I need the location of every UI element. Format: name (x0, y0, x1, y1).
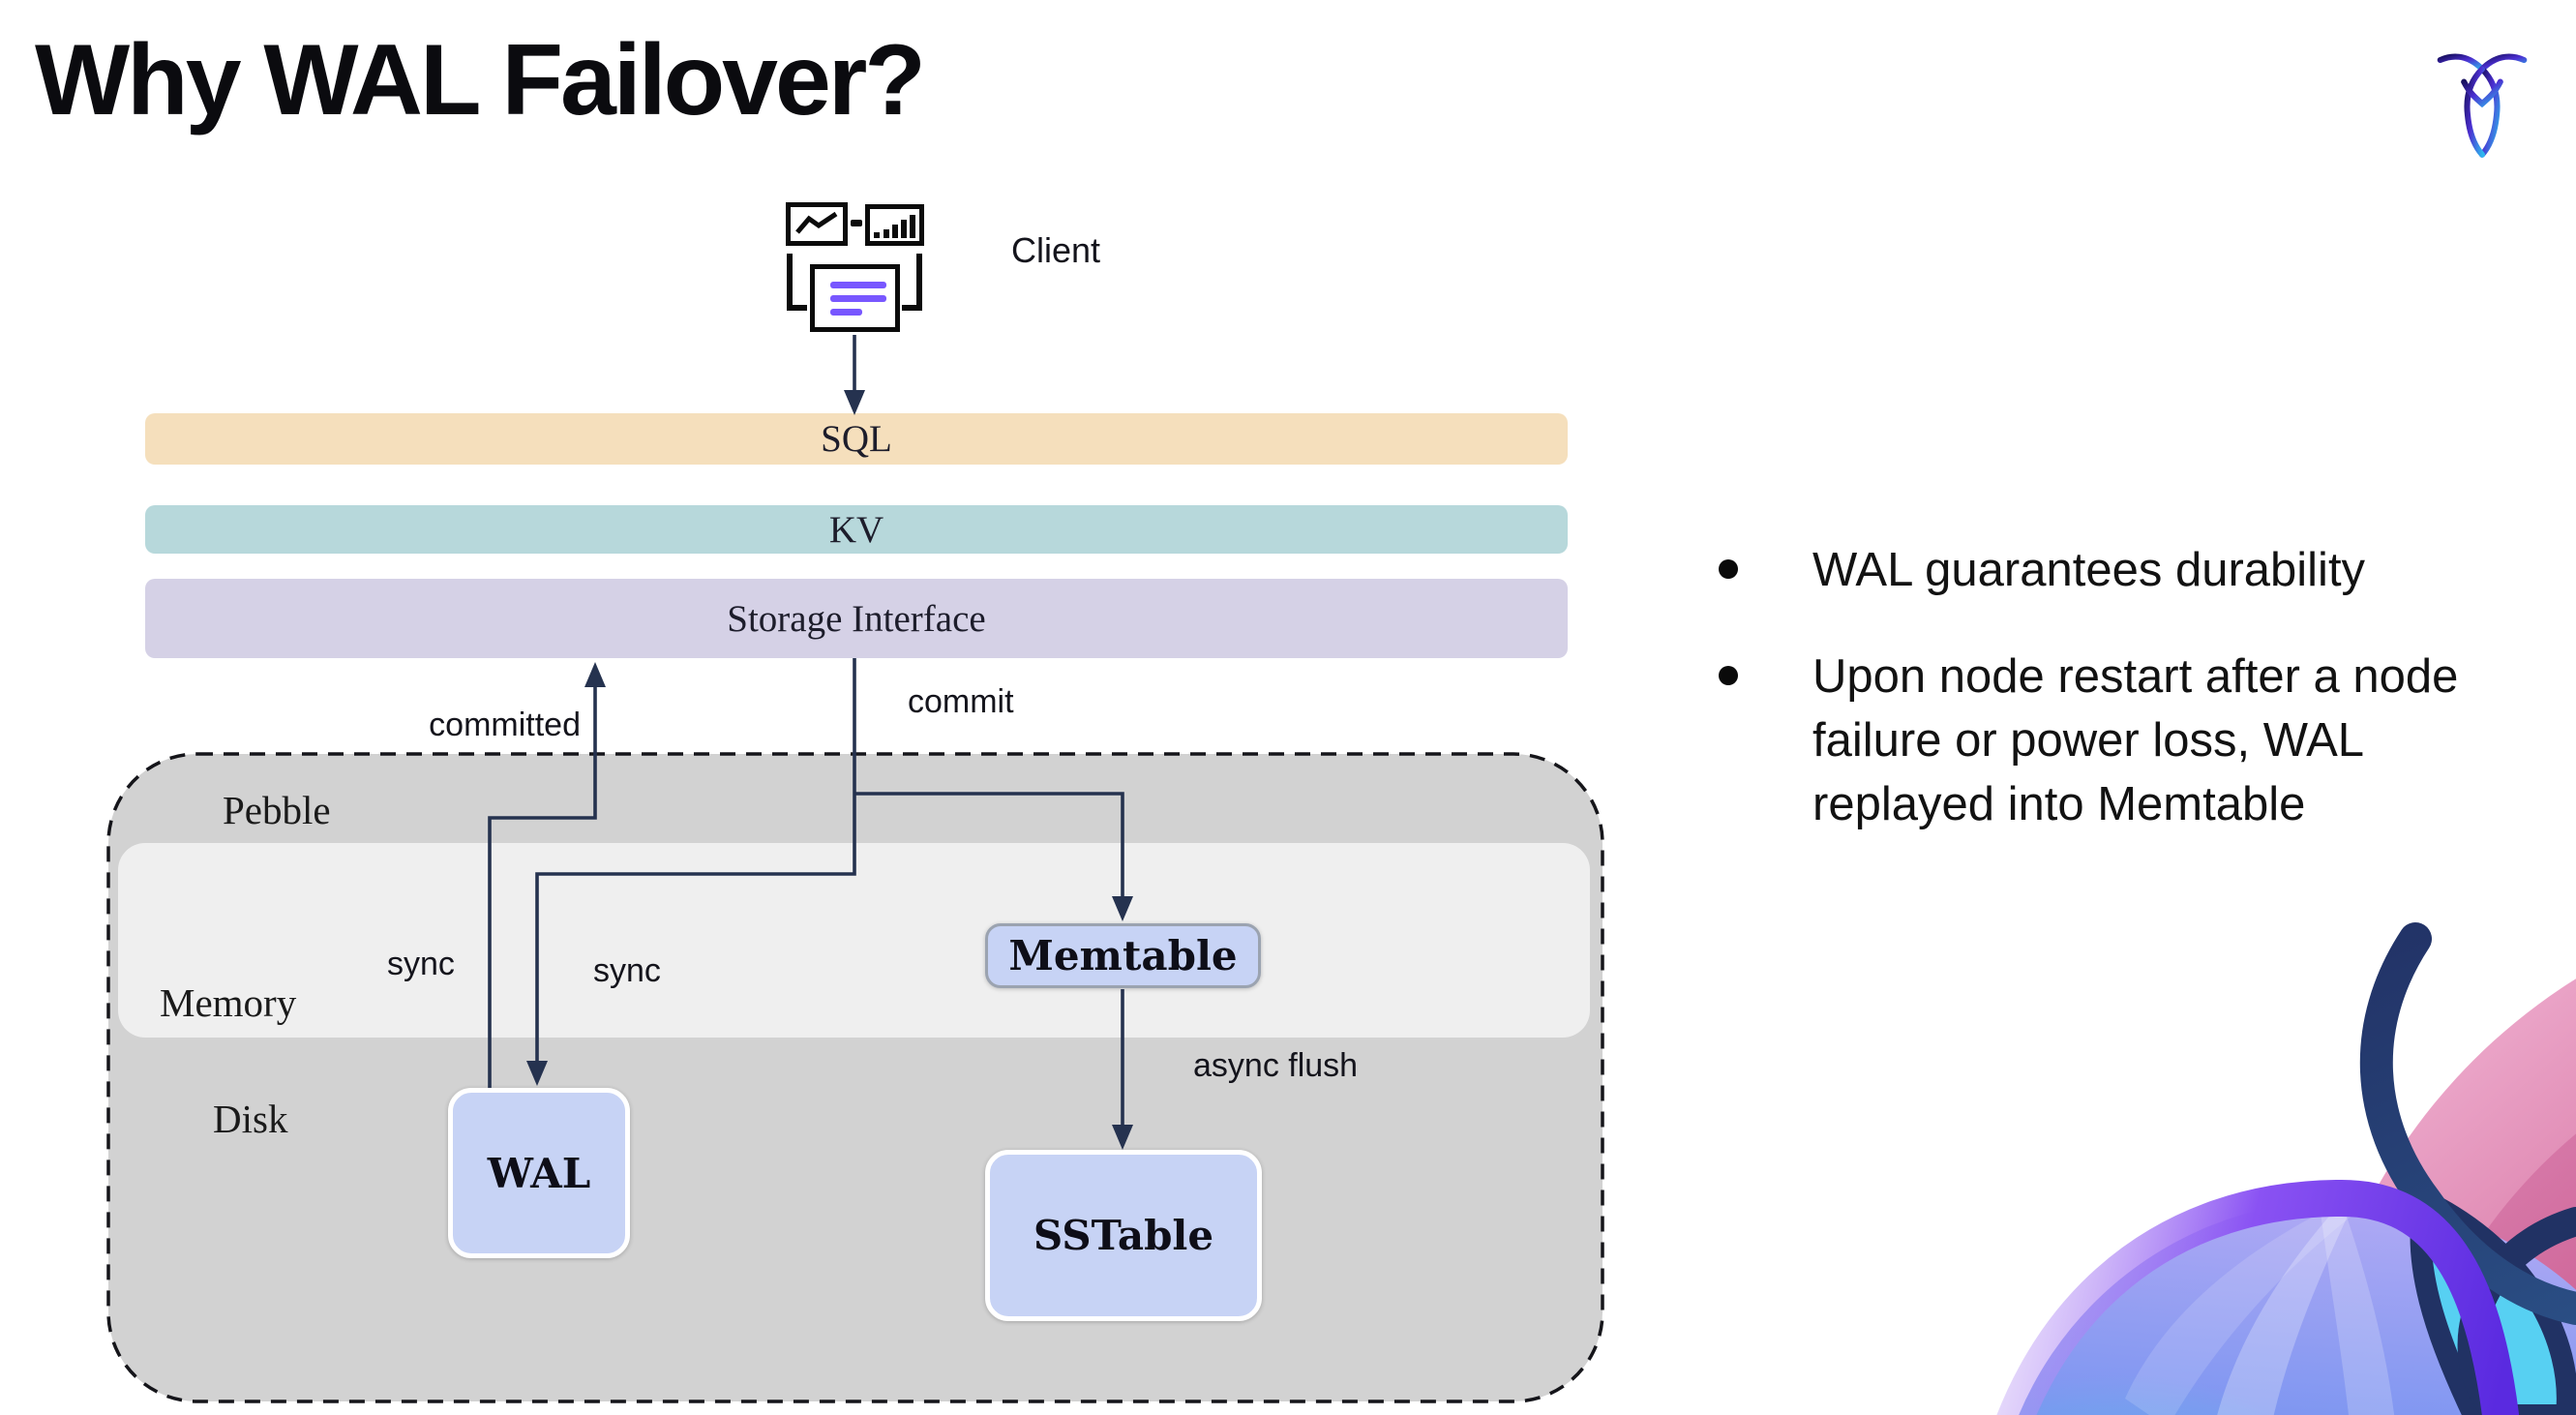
edge-commit-to-wal (535, 658, 856, 1061)
node-sstable: SSTable (985, 1150, 1262, 1321)
bracket-right-icon (902, 254, 922, 311)
bug-leaf (2410, 1189, 2576, 1415)
arrowhead-down-icon (1112, 896, 1133, 921)
bullet-dot-icon (1719, 559, 1738, 579)
client-label: Client (1011, 230, 1101, 270)
bug-antenna-dark (2359, 922, 2576, 1325)
arrowhead-down-icon (1112, 1125, 1133, 1150)
doc-text-line (830, 295, 886, 302)
edge-label-sync-down: sync (593, 952, 661, 989)
cockroachdb-logo-icon (2437, 53, 2528, 158)
edge-committed (488, 687, 597, 1088)
edge-label-sync-up: sync (387, 946, 455, 982)
node-wal-label: WAL (487, 1149, 591, 1197)
layer-kv-label: KV (828, 508, 884, 551)
edge-commit-to-memtable (854, 792, 1124, 896)
layer-sql: SQL (145, 413, 1568, 465)
edge-label-async-flush: async flush (1193, 1047, 1359, 1084)
layer-storage-interface: Storage Interface (145, 579, 1568, 658)
layer-storage-label: Storage Interface (727, 597, 986, 640)
memory-label: Memory (160, 980, 297, 1025)
arrowhead-up-icon (584, 662, 606, 687)
arrowhead-down-icon (844, 390, 865, 415)
brand-art (1992, 922, 2576, 1415)
node-memtable-label: Memtable (1008, 932, 1238, 979)
blue-dome (2019, 1200, 2576, 1415)
layer-kv: KV (145, 505, 1568, 554)
edge-label-commit: commit (908, 683, 1014, 720)
bullet-list: WAL guarantees durability Upon node rest… (1719, 538, 2570, 879)
list-item: WAL guarantees durability (1719, 538, 2570, 602)
line-chart-icon (786, 202, 848, 246)
bug-antenna-violet (1996, 1179, 2519, 1415)
layer-sql-label: SQL (821, 418, 892, 460)
page-title: Why WAL Failover? (35, 24, 926, 136)
doc-text-line (830, 282, 886, 288)
pebble-box (106, 752, 1604, 1403)
list-item: Upon node restart after a node failure o… (1719, 645, 2570, 836)
bracket-left-icon (787, 254, 807, 311)
node-sstable-label: SSTable (1033, 1212, 1214, 1259)
edge-label-committed: committed (429, 707, 581, 743)
document-icon (810, 264, 900, 332)
bar-chart-icon (865, 204, 924, 246)
disk-label: Disk (213, 1097, 288, 1141)
bullet-dot-icon (1719, 666, 1738, 685)
memory-band (118, 843, 1590, 1038)
icon-connector-dash (851, 220, 862, 226)
arrowhead-down-icon (526, 1061, 548, 1086)
node-memtable: Memtable (985, 923, 1261, 988)
node-wal: WAL (448, 1088, 630, 1258)
doc-text-line (830, 309, 862, 316)
bullet-text: Upon node restart after a node failure o… (1812, 650, 2459, 830)
pink-dome (2305, 978, 2576, 1415)
bug-hook (2457, 1207, 2576, 1415)
pebble-label: Pebble (223, 788, 331, 832)
bullet-text: WAL guarantees durability (1812, 544, 2366, 596)
